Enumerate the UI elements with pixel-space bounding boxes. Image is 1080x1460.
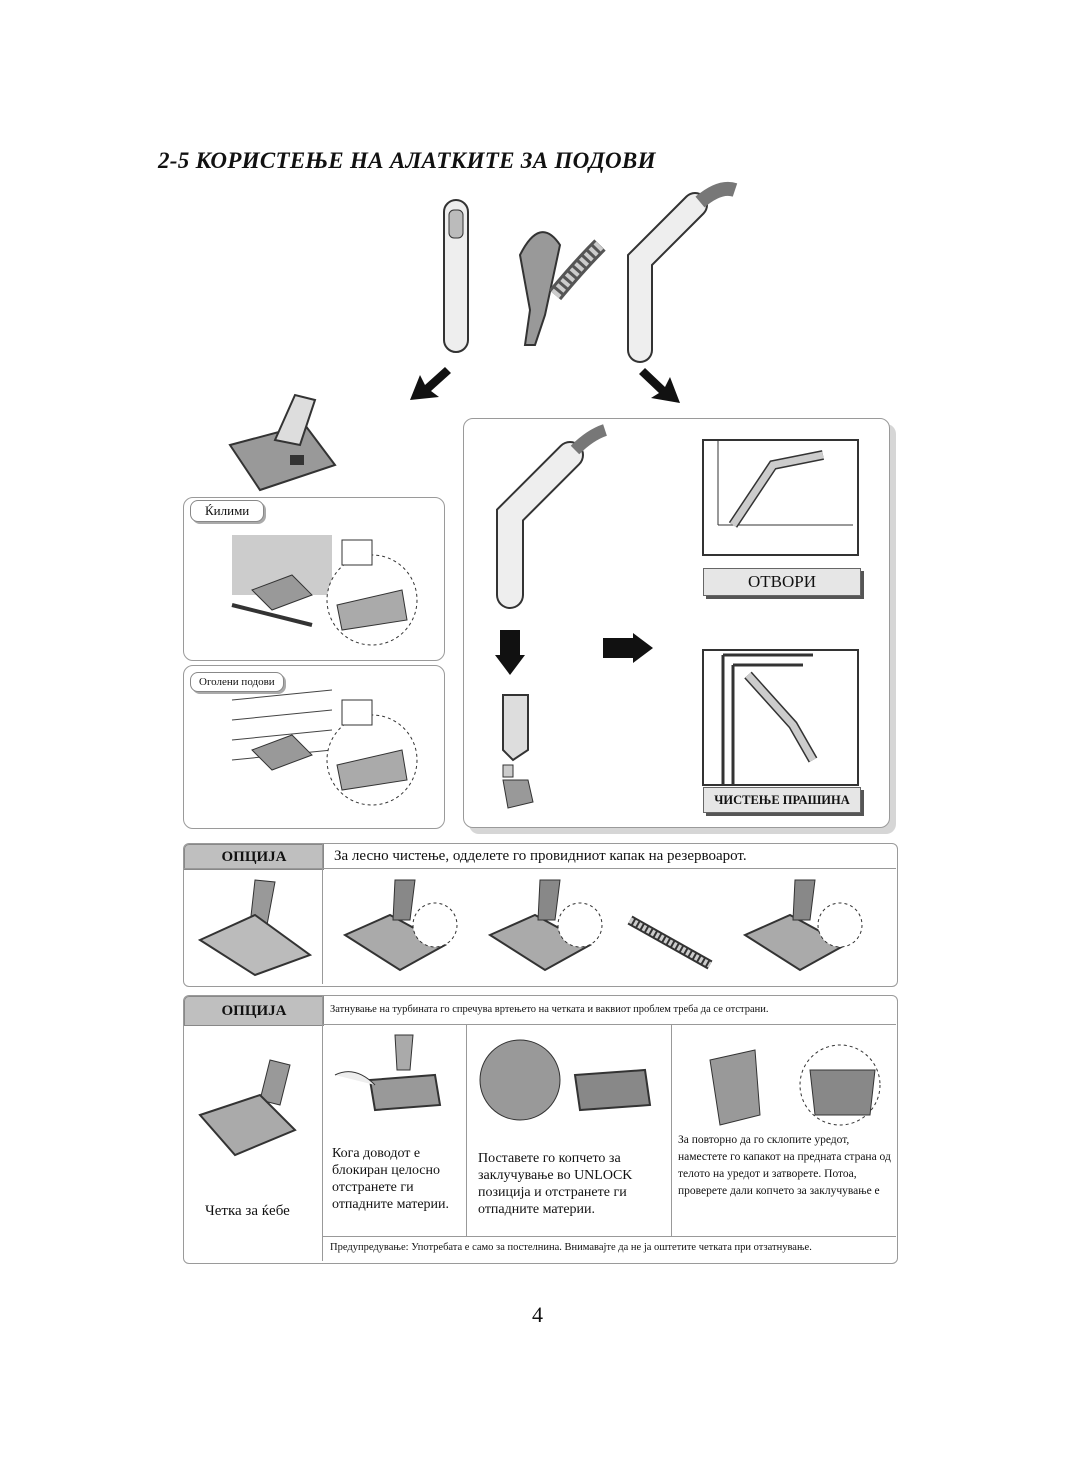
open-label: ОТВОРИ	[703, 568, 861, 596]
option2-step1-illustration	[334, 1034, 442, 1112]
dust-cleaning-label: ЧИСТЕЊЕ ПРАШИНА	[703, 787, 861, 813]
handle-illustration	[518, 231, 606, 346]
option2-warning: Предупредување: Употребата е само за пос…	[330, 1242, 812, 1253]
blanket-brush-illustration	[198, 1059, 297, 1157]
option2-step3-text: За повторно да го склопите уредот, намес…	[678, 1134, 891, 1197]
option2-header-line	[322, 1024, 896, 1025]
option2-col-divider-2	[671, 1024, 672, 1236]
option2-step3-illustration	[709, 1044, 881, 1126]
blanket-brush-label: Четка за ќебе	[205, 1203, 290, 1219]
option1-step1-illustration	[342, 879, 458, 972]
turbo-nozzle-illustration	[197, 879, 313, 977]
floor-nozzle-illustration	[228, 393, 337, 492]
option2-divider	[322, 996, 323, 1261]
bare-floors-label: Оголени подови	[190, 672, 284, 692]
carpets-label: Ќилими	[190, 500, 265, 522]
option1-divider	[322, 844, 323, 984]
option2-text: Затнување на турбината го спречува вртењ…	[330, 1004, 769, 1015]
corner-cleaning-illustration	[702, 439, 859, 556]
option1-heading: ОПЦИЈА	[184, 844, 324, 870]
bent-wand-illustration	[627, 181, 738, 363]
option2-step2-illustration	[479, 1039, 652, 1121]
option1-step4-illustration	[742, 879, 863, 972]
option1-step3-illustration	[627, 915, 713, 970]
arrow-down-icon	[495, 630, 525, 675]
arrow-down-right-icon	[639, 368, 680, 403]
option2-warning-line	[322, 1236, 896, 1237]
wand-illustration	[443, 199, 469, 353]
crevice-tool-illustration	[502, 694, 534, 809]
arrow-right-icon	[603, 633, 653, 663]
option1-text: За лесно чистење, одделете го провидниот…	[334, 848, 747, 864]
carpet-illustration	[231, 535, 418, 646]
option2-heading: ОПЦИЈА	[184, 996, 324, 1026]
bare-floor-illustration	[231, 689, 418, 806]
arrow-down-left-icon	[410, 367, 451, 400]
window-cleaning-illustration	[702, 649, 859, 786]
page-number: 4	[532, 1302, 543, 1327]
option2-col-divider-1	[466, 1024, 467, 1236]
option1-header-line	[184, 868, 896, 869]
option2-step2-text: Поставете го копчето за заклучување во U…	[478, 1151, 633, 1217]
option1-step2-illustration	[487, 879, 603, 972]
option2-panel	[183, 995, 898, 1264]
wand-crevice-illustration	[496, 424, 608, 609]
option2-step1-text: Кога доводот е блокиран целосно отстране…	[332, 1146, 450, 1212]
page-title: 2-5 КОРИСТЕЊЕ НА АЛАТКИТЕ ЗА ПОДОВИ	[158, 148, 656, 173]
